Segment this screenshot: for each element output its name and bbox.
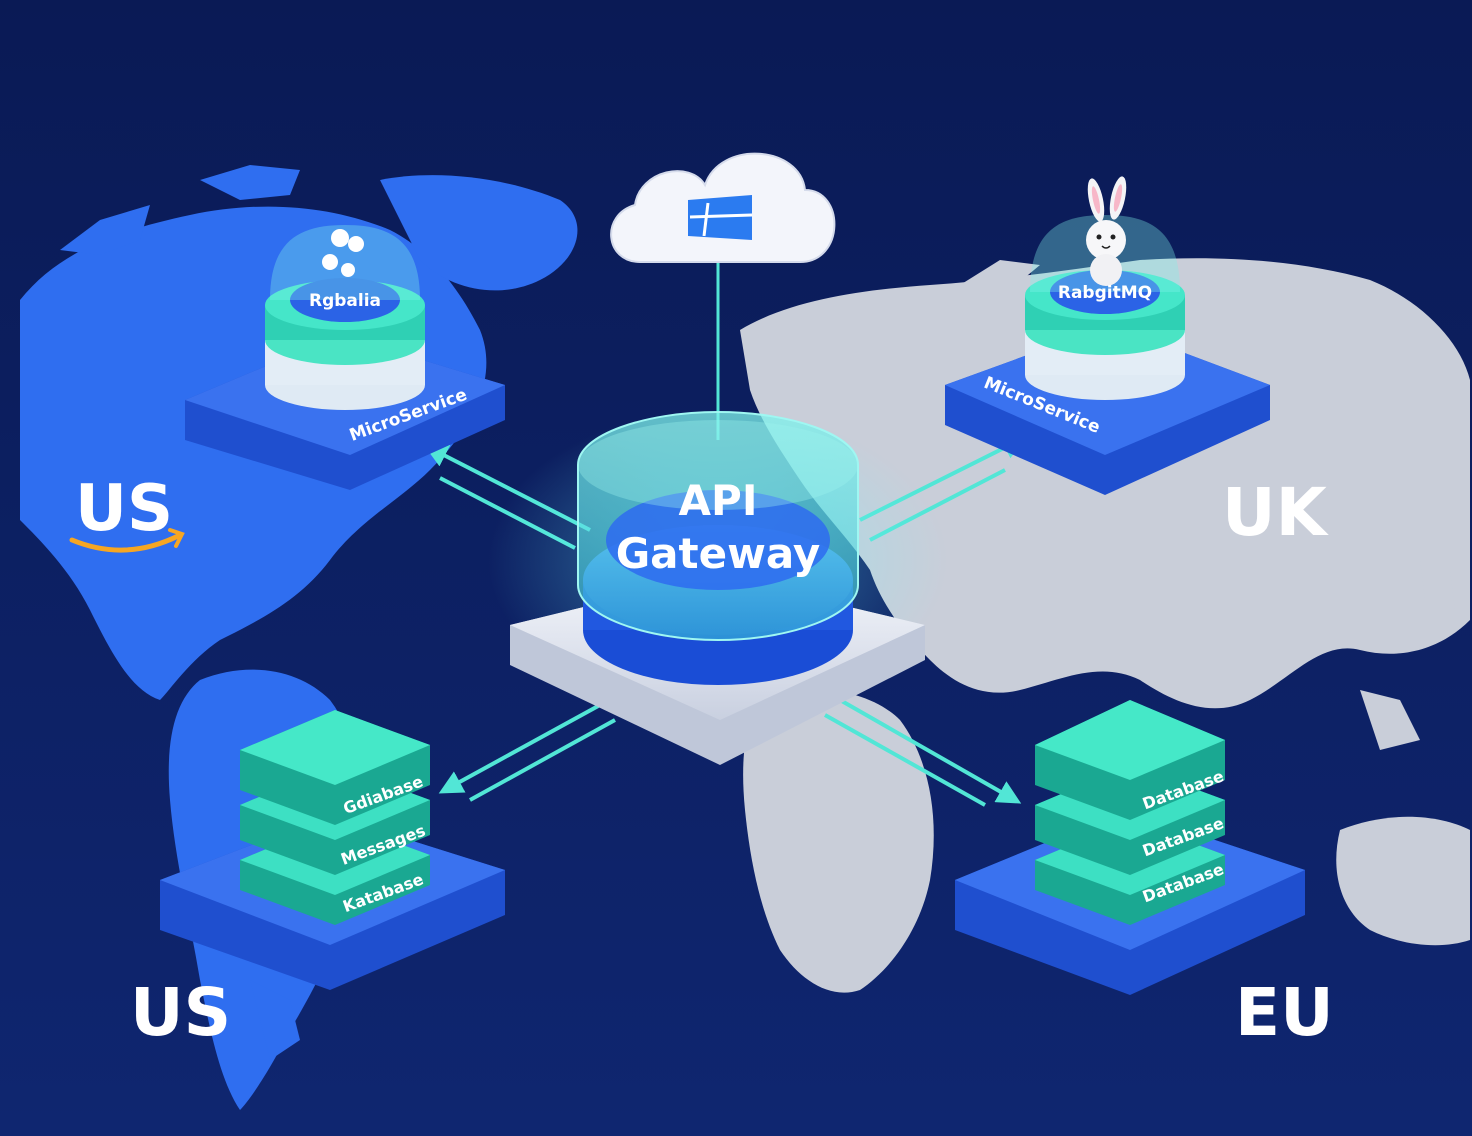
region-label-bottom-right: EU (1235, 974, 1334, 1051)
windows-logo-icon (688, 195, 753, 240)
region-label-top-right: UK (1222, 474, 1330, 551)
api-gateway: API Gateway (488, 410, 948, 765)
bubbles-icon (322, 229, 364, 277)
database-stack-left: Gdiabase Messages Katabase (160, 710, 505, 990)
gateway-title-line1: API (679, 476, 758, 525)
gateway-title-line2: Gateway (616, 529, 821, 578)
rabbit-mascot-icon (1086, 176, 1127, 286)
amazon-smile-icon (69, 533, 181, 553)
arrow-gateway-to-left-db (438, 703, 601, 794)
microservice-left: Rgbalia MicroService (185, 225, 505, 490)
microservice-right: RabgitMQ MicroService (945, 176, 1270, 495)
db-right-layer-1 (1035, 700, 1225, 820)
db-left-layer-1 (240, 710, 430, 825)
left-broker-label: Rgbalia (309, 291, 381, 311)
database-stack-right: Database Database Database (955, 700, 1305, 995)
arrow-gateway-to-right-db (839, 698, 1022, 804)
region-label-bottom-left: US (130, 974, 231, 1051)
region-label-top-left: US (75, 472, 173, 546)
cloud-icon (610, 152, 836, 263)
right-broker-label: RabgitMQ (1058, 283, 1152, 303)
